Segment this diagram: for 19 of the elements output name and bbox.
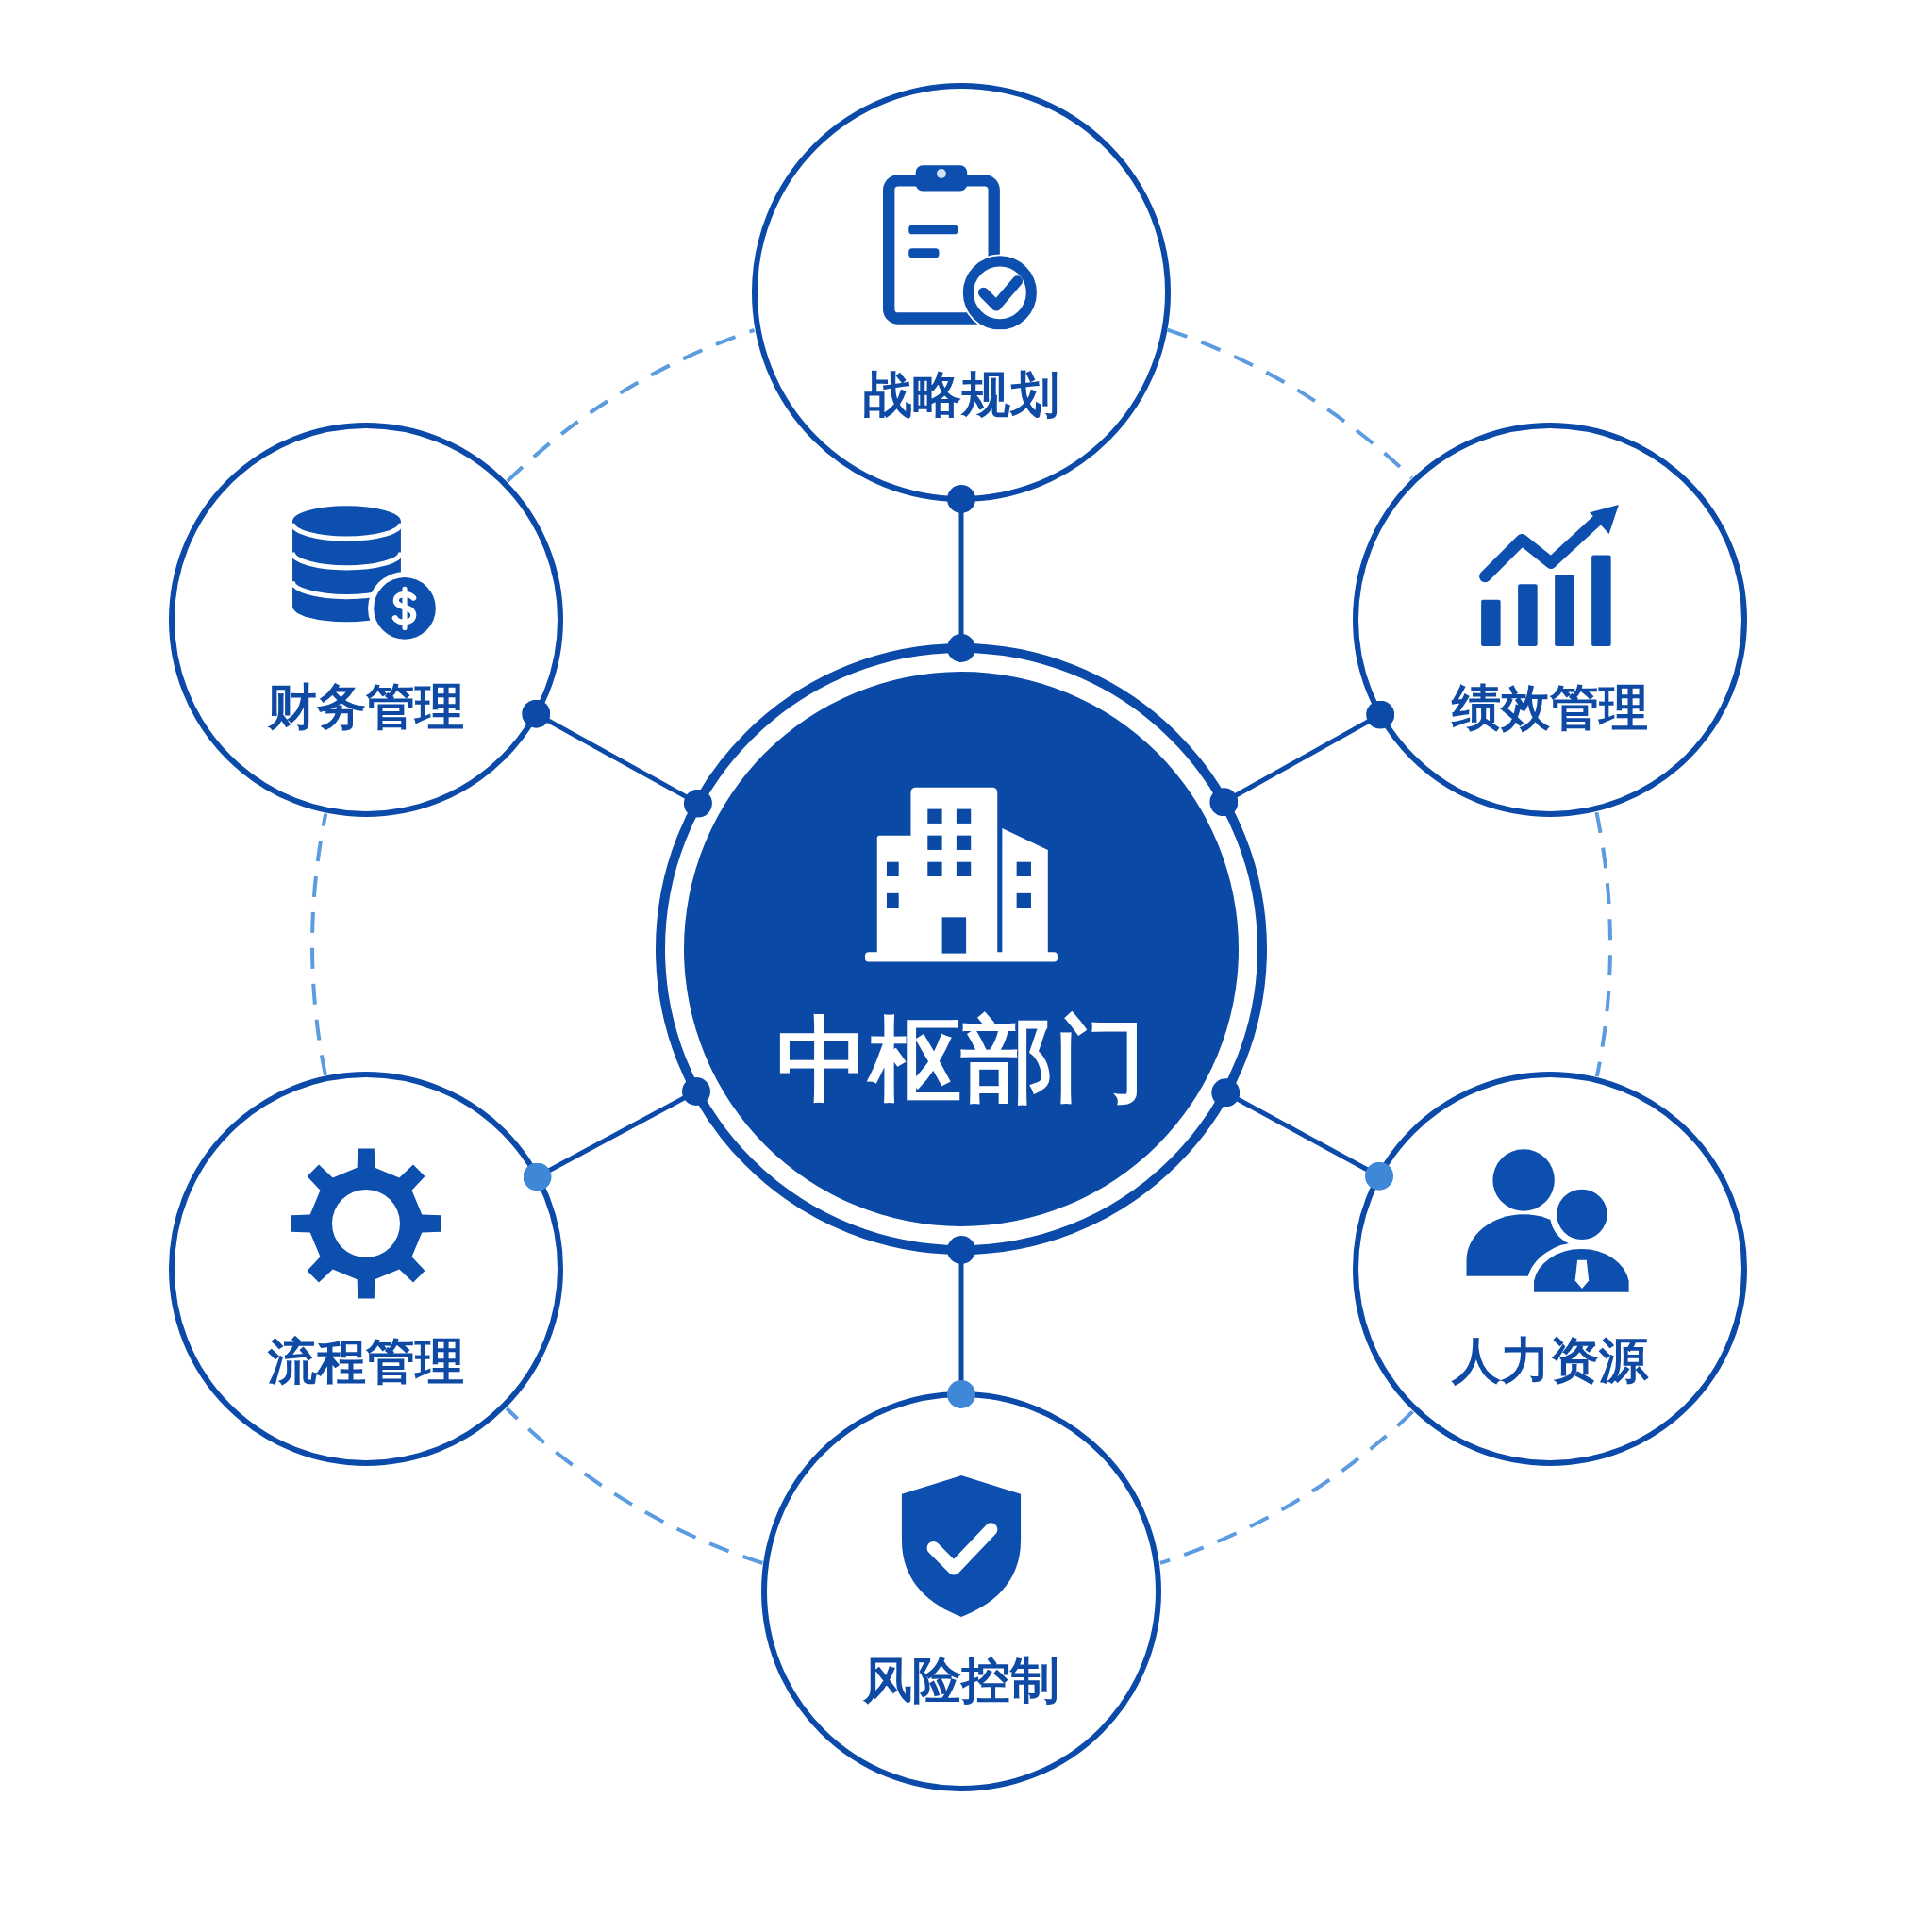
topic-label: 风险控制 <box>863 1653 1059 1709</box>
dashed-connector <box>310 813 328 1076</box>
connector-line <box>947 485 975 662</box>
topic-label: 人力资源 <box>1452 1333 1648 1390</box>
connector-line <box>1209 700 1395 817</box>
dashed-connector <box>505 1407 764 1565</box>
dashed-connector <box>1166 327 1413 480</box>
dashed-connector <box>506 328 756 483</box>
hub-label: 中枢部门 <box>776 1009 1146 1111</box>
dashed-connector <box>1159 1409 1414 1565</box>
connector-line <box>523 1077 710 1191</box>
topic-label: 流程管理 <box>268 1334 464 1391</box>
connector-line <box>522 699 712 818</box>
connector-line <box>1211 1078 1393 1191</box>
topic-label: 财务管理 <box>268 679 464 736</box>
topic-label: 绩效管理 <box>1452 680 1648 737</box>
dashed-connector <box>1594 811 1612 1077</box>
connector-line <box>947 1236 975 1408</box>
topic-label: 战略规划 <box>863 367 1059 424</box>
